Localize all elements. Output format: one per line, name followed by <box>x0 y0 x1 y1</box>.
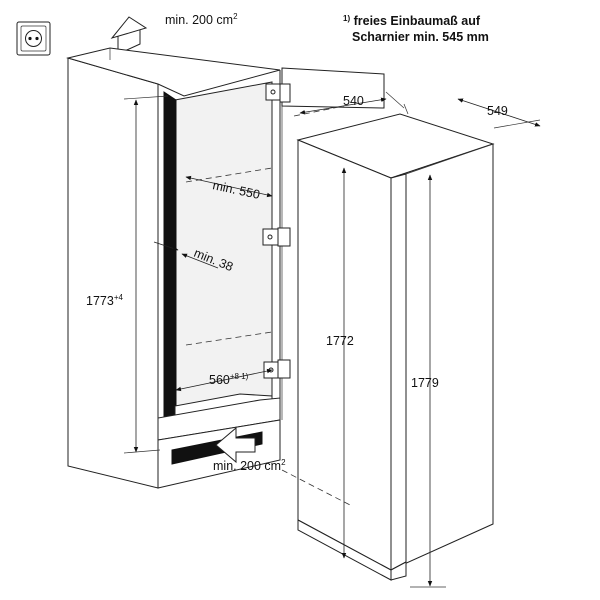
dimension-lines <box>123 91 541 588</box>
footnote-line-1: 1) freies Einbaumaß auf <box>343 14 481 28</box>
hinge-bottom <box>263 359 291 379</box>
hinge-top <box>265 83 291 103</box>
hinge-middle <box>262 227 291 247</box>
dim-front-height-label: 1772 <box>326 334 354 348</box>
dim-door-depth-label: 540 <box>343 94 364 108</box>
dim-niche-width-label: 560+8 1) <box>209 372 249 387</box>
power-socket-icon <box>16 21 51 56</box>
cabinet-niche <box>66 47 281 489</box>
footnote-line-2: Scharnier min. 545 mm <box>352 30 489 44</box>
vent-top-label: min. 200 cm2 <box>165 12 238 27</box>
dim-appliance-width-label: 549 <box>487 104 508 118</box>
airflow-up-arrow-icon <box>110 16 148 55</box>
vent-bottom-label: min. 200 cm2 <box>213 458 286 473</box>
dim-niche-height-label: 1773+4 <box>86 293 123 308</box>
dim-total-height-label: 1779 <box>411 376 439 390</box>
airflow-in-arrow-icon <box>215 426 256 464</box>
